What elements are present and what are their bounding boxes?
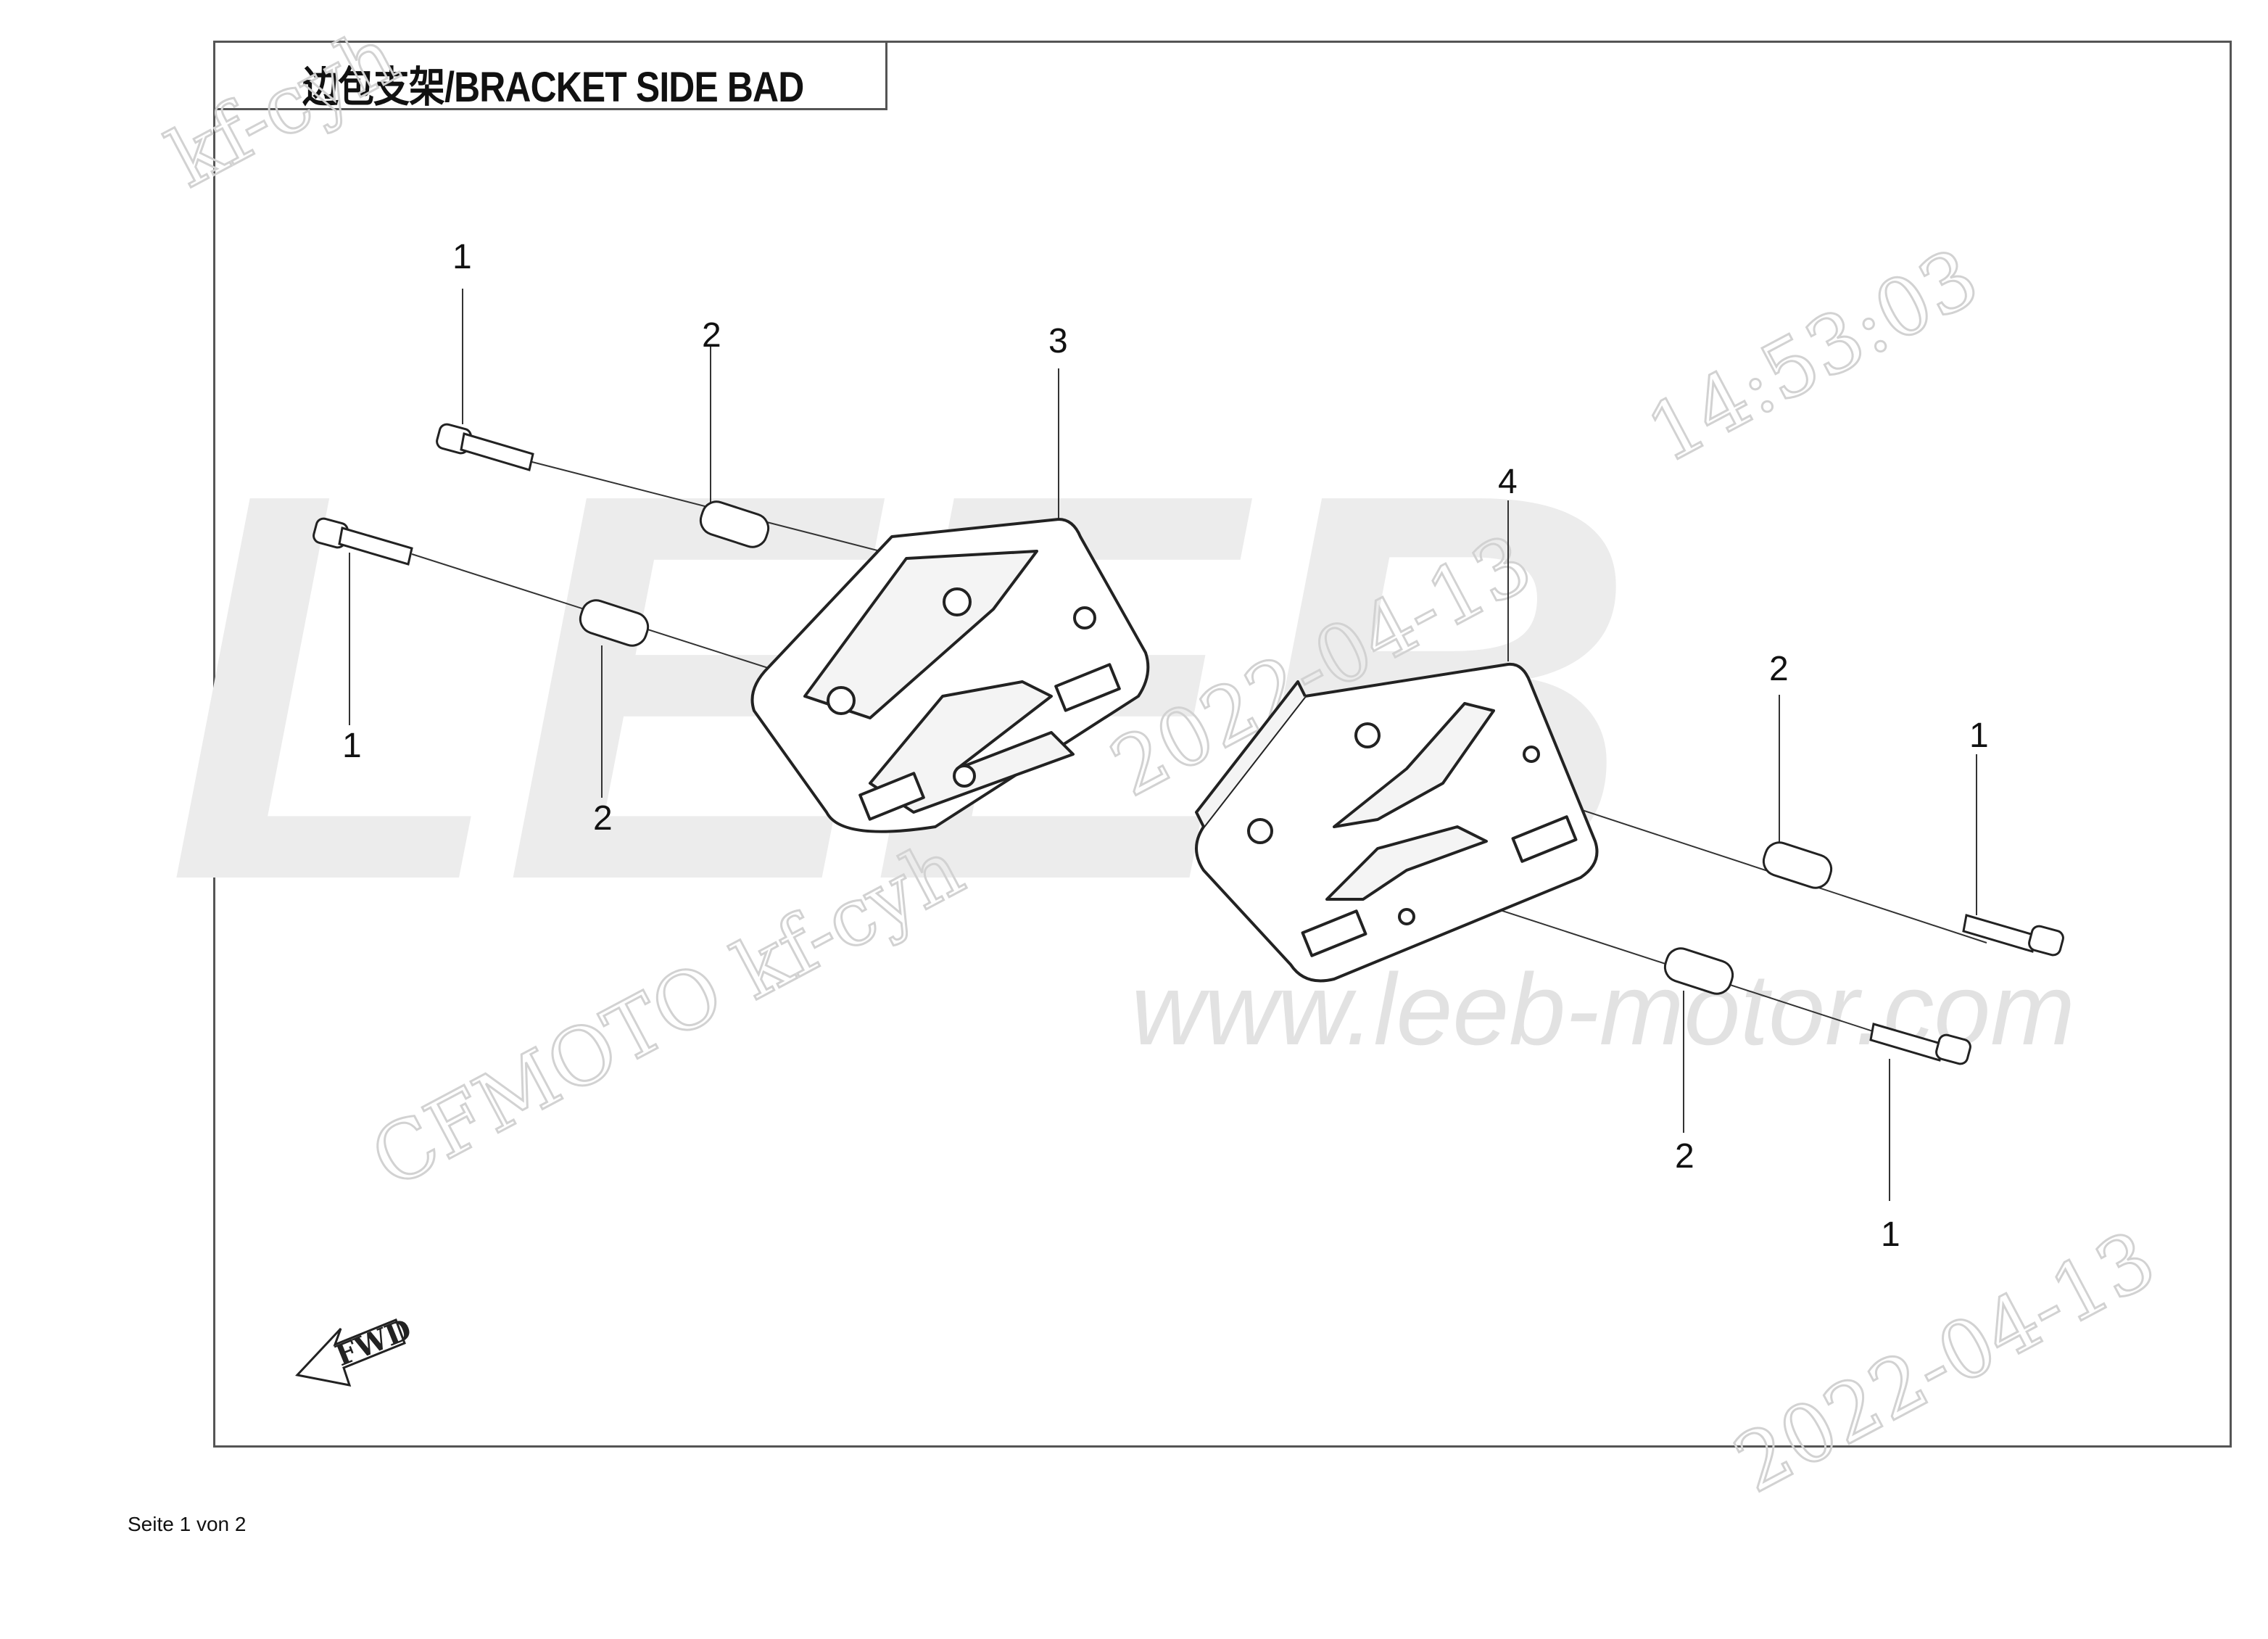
bracket-right bbox=[1195, 662, 1599, 983]
fwd-arrow-icon: FWD bbox=[295, 1312, 416, 1387]
callout-spacer-bottom-left: 2 bbox=[593, 799, 613, 838]
callout-spacer-bottom-right: 2 bbox=[1675, 1137, 1694, 1176]
callout-bolt-top-left: 1 bbox=[452, 238, 472, 276]
title-box: 边包支架/BRACKET SIDE BAD bbox=[213, 41, 887, 111]
watermark-date-2: 2022-04-13 bbox=[1720, 1213, 2169, 1511]
watermark-user-2: kf-cyh bbox=[154, 9, 412, 205]
watermark-time: 14:53:03 bbox=[1633, 231, 1992, 481]
spacer-group bbox=[579, 500, 1833, 995]
callout-spacer-top-right: 2 bbox=[1769, 650, 1789, 688]
bracket-left bbox=[750, 518, 1150, 833]
fwd-label: FWD bbox=[331, 1312, 416, 1373]
drawing-frame bbox=[213, 41, 2232, 1448]
callout-spacer-top-left: 2 bbox=[702, 316, 721, 355]
callout-bracket-left: 3 bbox=[1048, 322, 1068, 360]
page-title: 边包支架/BRACKET SIDE BAD bbox=[302, 64, 804, 111]
page-footer: Seite 1 von 2 bbox=[128, 1513, 247, 1535]
callout-bolt-bottom-left: 1 bbox=[342, 727, 362, 765]
callout-bolt-bottom-right: 1 bbox=[1881, 1215, 1900, 1254]
callout-bracket-right: 4 bbox=[1498, 463, 1518, 501]
callout-bolt-top-right: 1 bbox=[1969, 717, 1989, 755]
bolt-group-right bbox=[1869, 914, 2064, 1065]
bolt-group-left bbox=[313, 423, 534, 566]
